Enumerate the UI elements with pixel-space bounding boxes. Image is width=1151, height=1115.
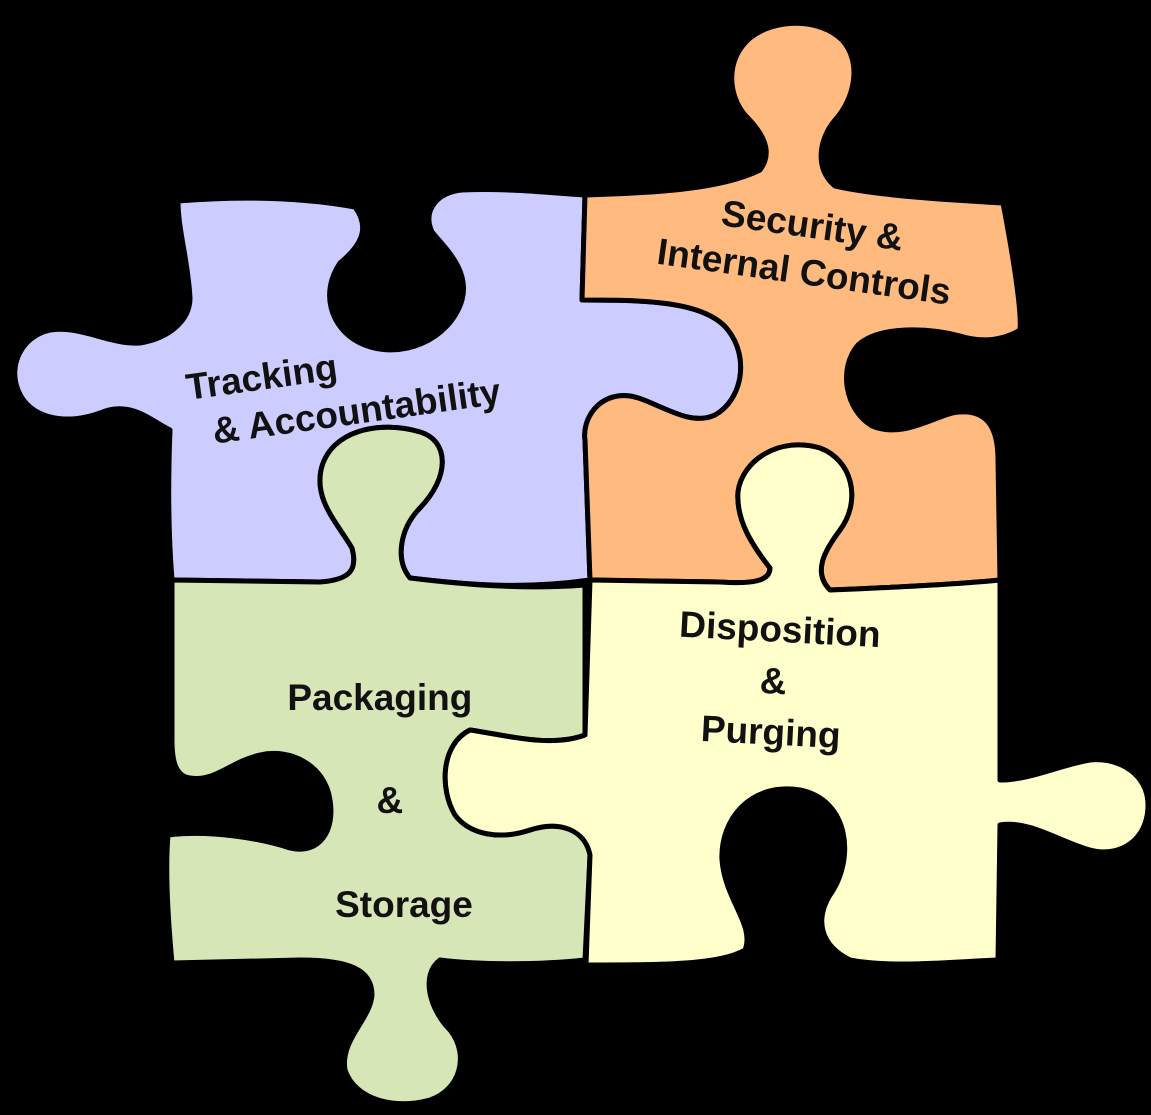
label-packaging-line-3: Storage [335, 884, 473, 925]
label-packaging: Packaging & Storage [287, 677, 482, 925]
label-packaging-line-2: & [376, 780, 403, 821]
piece-security [579, 20, 1023, 593]
piece-disposition-shape [442, 442, 1151, 968]
label-disposition-line-3: Purging [700, 708, 842, 756]
piece-security-shape [579, 20, 1023, 593]
piece-packaging-shape [164, 424, 593, 1107]
piece-disposition [442, 442, 1151, 968]
label-packaging-line-1: Packaging [287, 677, 472, 718]
piece-packaging [164, 424, 593, 1107]
label-disposition: Disposition & Purging [673, 604, 892, 759]
label-disposition-line-2: & [759, 660, 788, 702]
